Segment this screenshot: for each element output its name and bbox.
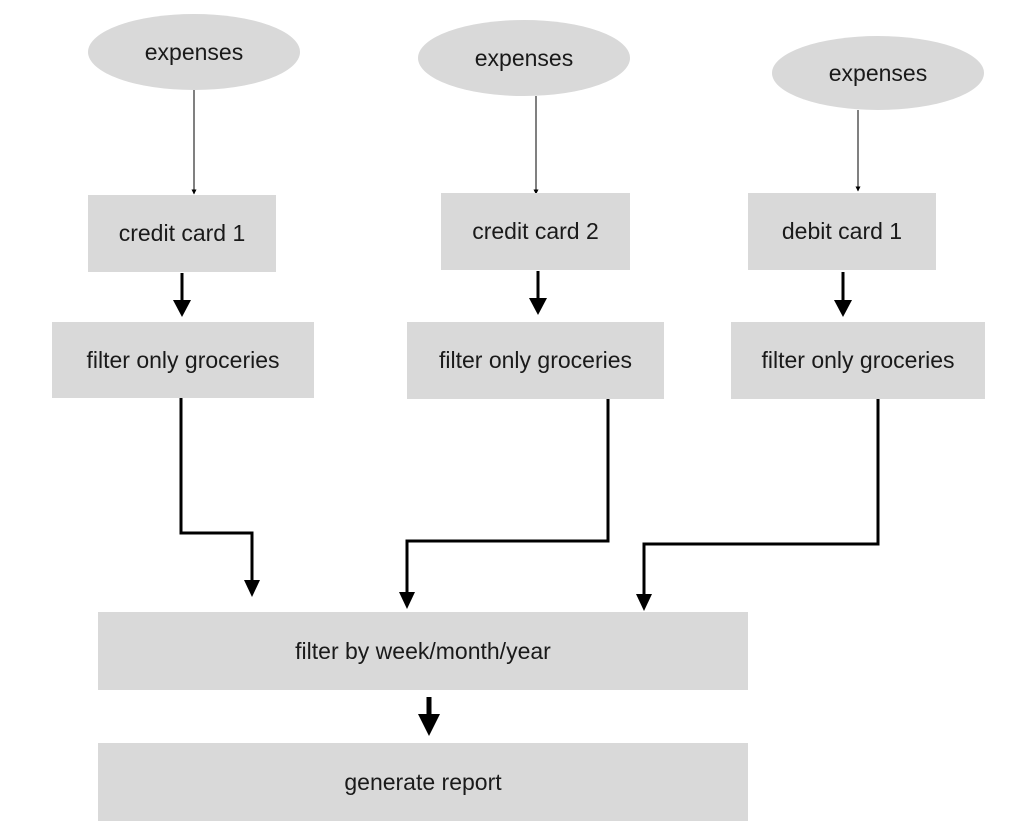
generate-report-node: generate report: [98, 743, 748, 821]
filter-groceries-node-2: filter only groceries: [407, 322, 664, 399]
connector-credit-card-1-to-filter: [173, 273, 191, 317]
expenses-node-2: expenses: [418, 20, 630, 96]
credit-card-1-node: credit card 1: [88, 195, 276, 272]
connector-credit-card-2-to-filter: [529, 271, 547, 315]
credit-card-2-node: credit card 2: [441, 193, 630, 270]
expenses-node-1: expenses: [88, 14, 300, 90]
expenses-node-3: expenses: [772, 36, 984, 110]
connector-period-filter-to-report: [418, 697, 440, 736]
period-filter-node: filter by week/month/year: [98, 612, 748, 690]
connector-filter-3-to-period-filter: [636, 399, 880, 611]
connector-filter-2-to-period-filter: [399, 397, 610, 609]
debit-card-1-node: debit card 1: [748, 193, 936, 270]
connector-filter-1-to-period-filter: [179, 396, 260, 597]
filter-groceries-node-1: filter only groceries: [52, 322, 314, 398]
connector-debit-card-1-to-filter: [834, 272, 852, 317]
filter-groceries-node-3: filter only groceries: [731, 322, 985, 399]
